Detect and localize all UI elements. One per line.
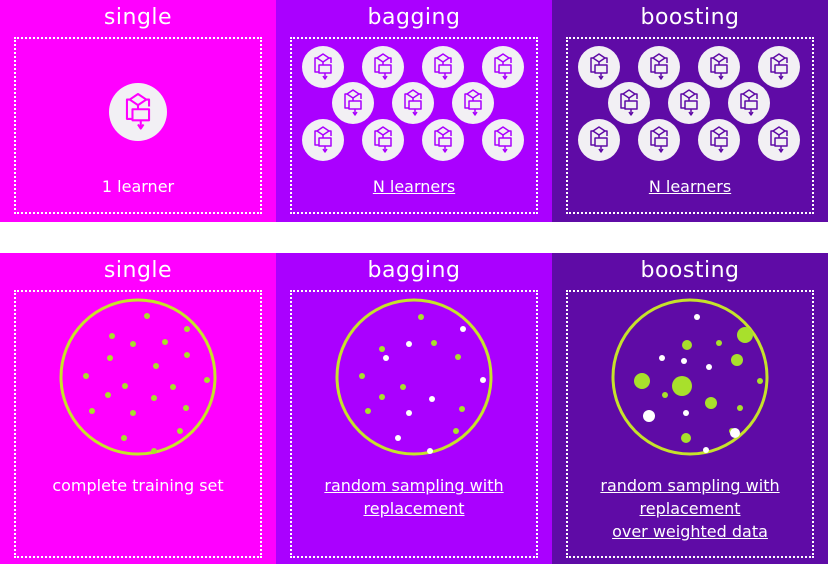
learner-flowchart-icon [362, 119, 404, 161]
learner-flowchart-icon [482, 46, 524, 88]
learner-flowchart-icon [578, 119, 620, 161]
panel-caption: 1 learner [101, 177, 175, 196]
learner-flowchart-icon [698, 119, 740, 161]
caption-line: replacement [639, 499, 741, 518]
panel-title: single [103, 258, 173, 283]
dataset-circle [335, 298, 493, 456]
panel-single-learners: single 1 learner [0, 0, 276, 222]
learner-flowchart-icon [302, 46, 344, 88]
learner-flowchart-icon [758, 119, 800, 161]
flowchart-icon [344, 89, 362, 116]
learner-flowchart-icon [482, 119, 524, 161]
panel-caption: N learners [648, 177, 732, 196]
flowchart-icon [404, 89, 422, 116]
learner-flowchart-icon [668, 82, 710, 124]
panel-caption: random sampling with replacement [276, 474, 552, 520]
learner-flowchart-icon [728, 82, 770, 124]
panel-title: boosting [640, 258, 740, 283]
dotted-frame [566, 37, 814, 214]
flowchart-icon [374, 126, 392, 153]
panel-title: single [103, 5, 173, 30]
data-points-white [383, 326, 486, 454]
flowchart-icon [740, 89, 758, 116]
panel-bagging-learners: bagging N learners [276, 0, 552, 222]
learner-flowchart-icon [392, 82, 434, 124]
learner-flowchart-icon [758, 46, 800, 88]
panel-title: bagging [367, 5, 461, 30]
flowchart-icon [590, 126, 608, 153]
dotted-frame [290, 290, 538, 558]
caption-line: replacement [363, 499, 465, 518]
flowchart-icon [494, 126, 512, 153]
panel-boosting-learners: boosting N learners [552, 0, 828, 222]
panel-bagging-data: bagging random sampling with [276, 253, 552, 564]
panel-title: bagging [367, 258, 461, 283]
learner-flowchart-icon [332, 82, 374, 124]
learner-flowchart-icon [422, 46, 464, 88]
flowchart-icon [125, 93, 151, 130]
dotted-frame [14, 37, 262, 214]
learner-flowchart-icon [362, 46, 404, 88]
learner-flowchart-icon [452, 82, 494, 124]
flowchart-icon [680, 89, 698, 116]
learner-flowchart-icon [422, 119, 464, 161]
learner-flowchart-icon [638, 46, 680, 88]
data-points-white [643, 314, 740, 453]
dataset-circle [59, 298, 217, 456]
caption-line: random sampling with [324, 476, 504, 495]
flowchart-icon [710, 126, 728, 153]
learner-flowchart-icon [638, 119, 680, 161]
panel-caption: random sampling with replacement over we… [552, 474, 828, 543]
panel-title: boosting [640, 5, 740, 30]
dataset-circle [611, 298, 769, 456]
learner-flowchart-icon [302, 119, 344, 161]
panel-boosting-data: boosting random sam [552, 253, 828, 564]
flowchart-icon [314, 126, 332, 153]
flowchart-icon [464, 89, 482, 116]
learner-flowchart-icon [578, 46, 620, 88]
data-points-green [634, 327, 763, 443]
panel-caption: N learners [372, 177, 456, 196]
dotted-frame [290, 37, 538, 214]
learner-flowchart-icon [608, 82, 650, 124]
caption-line: over weighted data [612, 522, 768, 541]
panel-single-data: single complete training set [0, 253, 276, 564]
flowchart-icon [770, 126, 788, 153]
data-points [83, 313, 210, 454]
learner-flowchart-icon [109, 83, 167, 141]
panel-caption: complete training set [0, 474, 276, 497]
flowchart-icon [650, 126, 668, 153]
flowchart-icon [434, 126, 452, 153]
caption-line: random sampling with [600, 476, 780, 495]
learner-flowchart-icon [698, 46, 740, 88]
flowchart-icon [620, 89, 638, 116]
dotted-frame [566, 290, 814, 558]
data-points-green [359, 314, 465, 434]
dotted-frame [14, 290, 262, 558]
caption-line: complete training set [52, 476, 224, 495]
